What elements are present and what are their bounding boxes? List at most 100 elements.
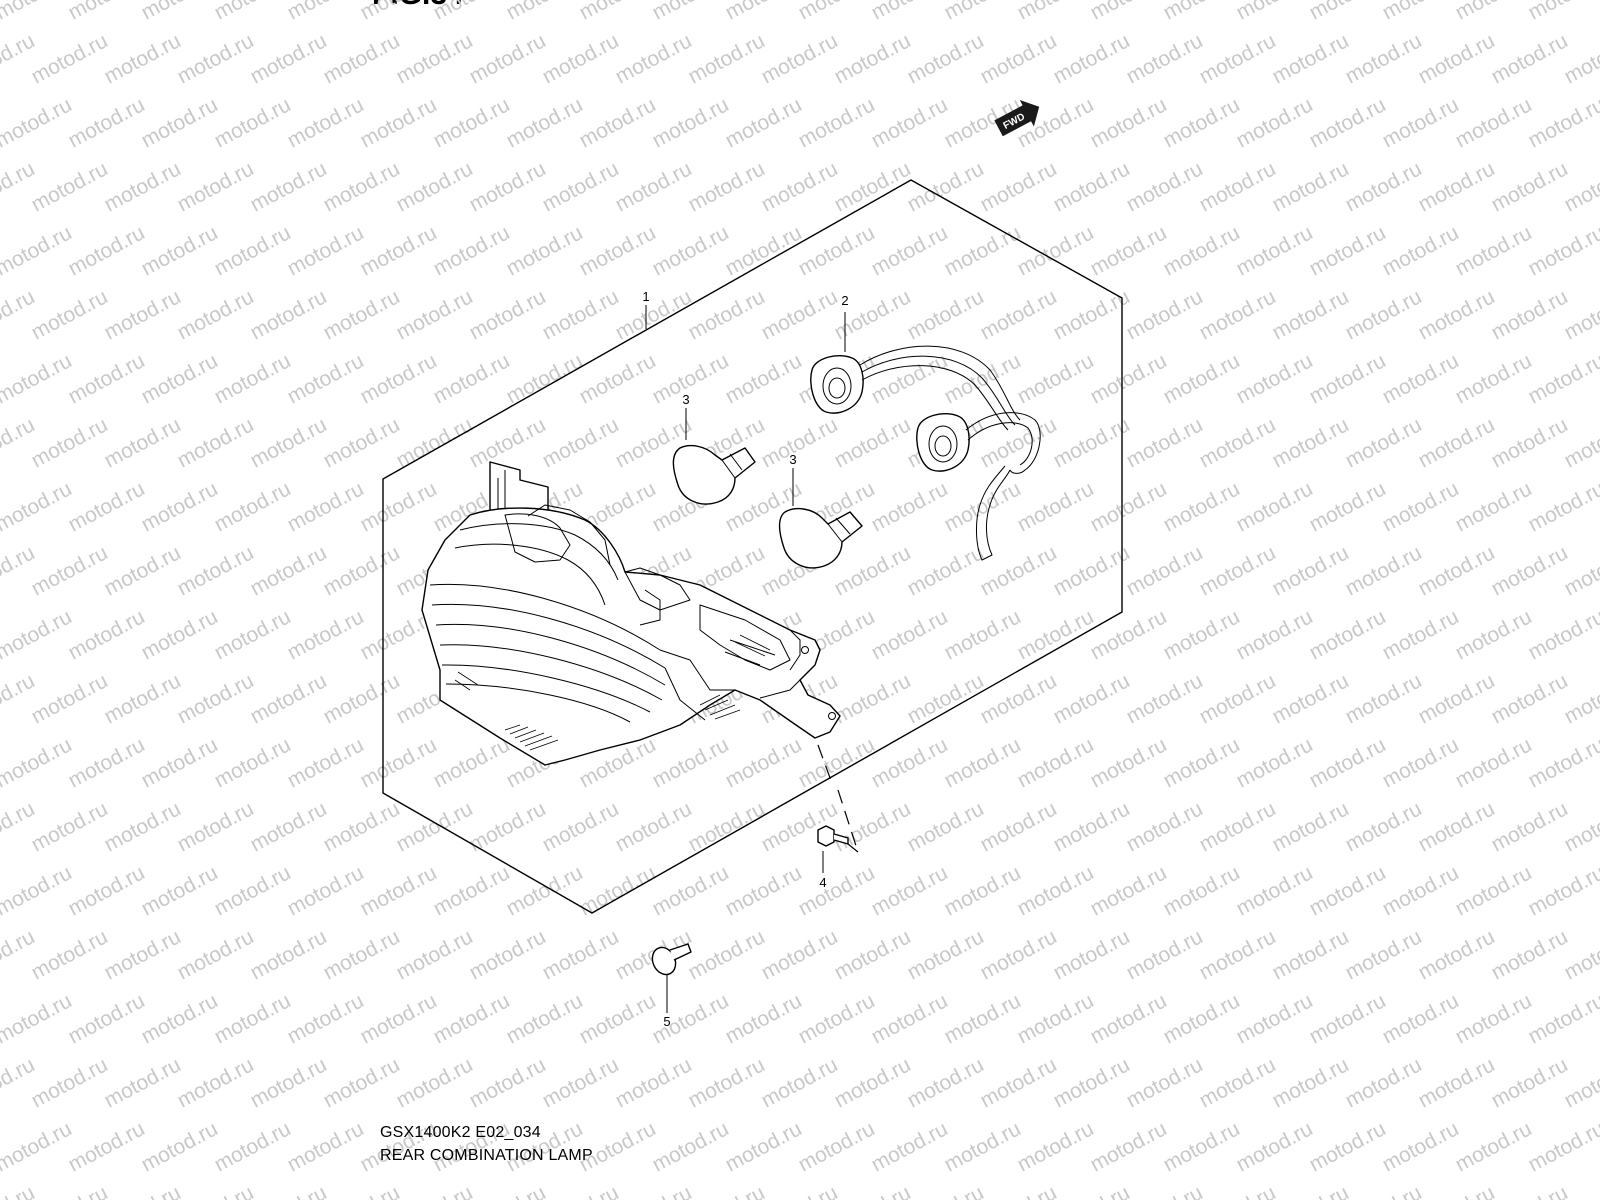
watermark-text: motod.ru bbox=[649, 221, 733, 280]
watermark-text: motod.ru bbox=[1452, 477, 1536, 536]
watermark-text: motod.ru bbox=[393, 1053, 477, 1112]
watermark-text: motod.ru bbox=[357, 93, 441, 152]
watermark-text: motod.ru bbox=[320, 1053, 404, 1112]
watermark-text: motod.ru bbox=[503, 0, 587, 24]
watermark-text: motod.ru bbox=[284, 349, 368, 408]
watermark-text: motod.ru bbox=[320, 1181, 404, 1200]
watermark-text: motod.ru bbox=[904, 541, 988, 600]
watermark-text: motod.ru bbox=[284, 605, 368, 664]
watermark-text: motod.ru bbox=[1452, 733, 1536, 792]
watermark-text: motod.ru bbox=[649, 93, 733, 152]
watermark-text: motod.ru bbox=[1452, 221, 1536, 280]
watermark-text: motod.ru bbox=[1452, 0, 1536, 24]
watermark-text: motod.ru bbox=[320, 413, 404, 472]
watermark-text: motod.ru bbox=[722, 349, 806, 408]
watermark-text: motod.ru bbox=[649, 861, 733, 920]
assembly-frame bbox=[382, 179, 1123, 914]
watermark-text: motod.ru bbox=[1014, 1117, 1098, 1176]
watermark-text: motod.ru bbox=[138, 349, 222, 408]
watermark-text: motod.ru bbox=[1415, 669, 1499, 728]
watermark-text: motod.ru bbox=[0, 989, 76, 1048]
watermark-text: motod.ru bbox=[795, 733, 879, 792]
watermark-text: motod.ru bbox=[393, 285, 477, 344]
watermark-text: motod.ru bbox=[868, 0, 952, 24]
watermark-text: motod.ru bbox=[65, 733, 149, 792]
watermark-text: motod.ru bbox=[1561, 157, 1600, 216]
watermark-text: motod.ru bbox=[1488, 157, 1572, 216]
watermark-text: motod.ru bbox=[101, 157, 185, 216]
watermark-text: motod.ru bbox=[1525, 989, 1600, 1048]
watermark-text: motod.ru bbox=[1342, 541, 1426, 600]
watermark-text: motod.ru bbox=[138, 733, 222, 792]
watermark-text: motod.ru bbox=[868, 1117, 952, 1176]
watermark-text: motod.ru bbox=[65, 0, 149, 24]
watermark-text: motod.ru bbox=[1196, 157, 1280, 216]
watermark-text: motod.ru bbox=[1525, 733, 1600, 792]
watermark-text: motod.ru bbox=[211, 1117, 295, 1176]
watermark-text: motod.ru bbox=[65, 221, 149, 280]
watermark-text: motod.ru bbox=[1050, 925, 1134, 984]
watermark-text: motod.ru bbox=[1488, 797, 1572, 856]
watermark-text: motod.ru bbox=[247, 157, 331, 216]
watermark-text: motod.ru bbox=[174, 413, 258, 472]
watermark-text: motod.ru bbox=[868, 349, 952, 408]
watermark-text: motod.ru bbox=[1123, 29, 1207, 88]
watermark-text: motod.ru bbox=[503, 221, 587, 280]
watermark-text: motod.ru bbox=[1379, 861, 1463, 920]
watermark-text: motod.ru bbox=[1123, 157, 1207, 216]
watermark-text: motod.ru bbox=[1087, 605, 1171, 664]
watermark-text: motod.ru bbox=[211, 0, 295, 24]
watermark-text: motod.ru bbox=[247, 285, 331, 344]
watermark-text: motod.ru bbox=[1306, 349, 1390, 408]
watermark-text: motod.ru bbox=[0, 477, 76, 536]
watermark-text: motod.ru bbox=[1415, 541, 1499, 600]
watermark-text: motod.ru bbox=[1488, 925, 1572, 984]
watermark-text: motod.ru bbox=[101, 1181, 185, 1200]
callout-1: 1 bbox=[642, 289, 649, 304]
watermark-text: motod.ru bbox=[1561, 413, 1600, 472]
watermark-text: motod.ru bbox=[211, 349, 295, 408]
watermark-text: motod.ru bbox=[795, 0, 879, 24]
watermark-text: motod.ru bbox=[357, 0, 441, 24]
watermark-text: motod.ru bbox=[138, 221, 222, 280]
watermark-text: motod.ru bbox=[1196, 925, 1280, 984]
model-code: GSX1400K2 E02_034 bbox=[380, 1124, 541, 1141]
socket-harness bbox=[810, 345, 1041, 561]
watermark-text: motod.ru bbox=[576, 989, 660, 1048]
watermark-text: motod.ru bbox=[795, 989, 879, 1048]
watermark-text: motod.ru bbox=[211, 989, 295, 1048]
watermark-text: motod.ru bbox=[1525, 1117, 1600, 1176]
watermark-text: motod.ru bbox=[722, 221, 806, 280]
watermark-text: motod.ru bbox=[1379, 989, 1463, 1048]
watermark-text: motod.ru bbox=[1525, 605, 1600, 664]
watermark-text: motod.ru bbox=[65, 605, 149, 664]
watermark-text: motod.ru bbox=[941, 0, 1025, 24]
watermark-text: motod.ru bbox=[284, 1117, 368, 1176]
watermark-text: motod.ru bbox=[28, 541, 112, 600]
watermark-text: motod.ru bbox=[977, 413, 1061, 472]
watermark-text: motod.ru bbox=[211, 733, 295, 792]
watermark-text: motod.ru bbox=[612, 1181, 696, 1200]
watermark-text: motod.ru bbox=[1050, 541, 1134, 600]
watermark-text: motod.ru bbox=[1525, 0, 1600, 24]
watermark-text: motod.ru bbox=[685, 925, 769, 984]
watermark-text: motod.ru bbox=[1525, 221, 1600, 280]
watermark-text: motod.ru bbox=[685, 157, 769, 216]
watermark-text: motod.ru bbox=[466, 925, 550, 984]
watermark-text: motod.ru bbox=[1123, 1181, 1207, 1200]
watermark-text: motod.ru bbox=[101, 1053, 185, 1112]
watermark-text: motod.ru bbox=[1306, 0, 1390, 24]
watermark-text: motod.ru bbox=[1123, 925, 1207, 984]
watermark-text: motod.ru bbox=[320, 29, 404, 88]
watermark-text: motod.ru bbox=[941, 1117, 1025, 1176]
watermark-text: motod.ru bbox=[1269, 925, 1353, 984]
watermark-text: motod.ru bbox=[466, 285, 550, 344]
watermark-text: motod.ru bbox=[904, 157, 988, 216]
watermark-text: motod.ru bbox=[539, 1181, 623, 1200]
watermark-text: motod.ru bbox=[612, 29, 696, 88]
watermark-text: motod.ru bbox=[28, 1181, 112, 1200]
watermark-text: motod.ru bbox=[1160, 605, 1244, 664]
watermark-text: motod.ru bbox=[503, 349, 587, 408]
part-name-caption: REAR COMBINATION LAMP bbox=[380, 1147, 593, 1164]
watermark-text: motod.ru bbox=[1342, 797, 1426, 856]
